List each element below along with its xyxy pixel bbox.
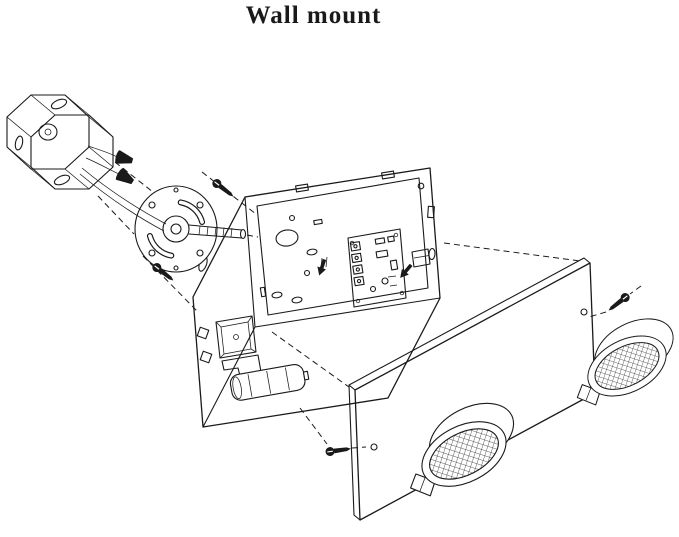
screw-dash xyxy=(142,255,199,313)
wire-nut xyxy=(114,149,135,168)
screw-dash xyxy=(351,446,367,449)
screw-dash xyxy=(588,311,607,318)
lamp-head-left xyxy=(388,389,531,509)
panel-screw-hole xyxy=(580,308,588,316)
lamp-head-right xyxy=(556,306,679,417)
panel-screw-top-right xyxy=(605,290,633,315)
octagonal-junction-box xyxy=(6,94,114,190)
threaded-nipple xyxy=(188,224,259,240)
battery xyxy=(229,364,310,401)
wiring-arrow xyxy=(396,261,415,281)
relay-block xyxy=(411,248,431,268)
back-box-housing xyxy=(192,167,441,428)
round-mounting-plate xyxy=(134,185,218,273)
terminal-block xyxy=(349,241,365,287)
panel-screw-bottom-left xyxy=(324,443,353,458)
wire-nut xyxy=(114,166,137,188)
plate-screw-top xyxy=(209,176,237,201)
diagram-title: Wall mount xyxy=(245,2,382,29)
circuit-board xyxy=(347,228,407,308)
plate-alignment-dashes xyxy=(97,161,159,235)
transformer xyxy=(215,315,257,359)
panel-screw-hole xyxy=(370,443,378,451)
panel-alignment-dashes xyxy=(271,242,642,445)
